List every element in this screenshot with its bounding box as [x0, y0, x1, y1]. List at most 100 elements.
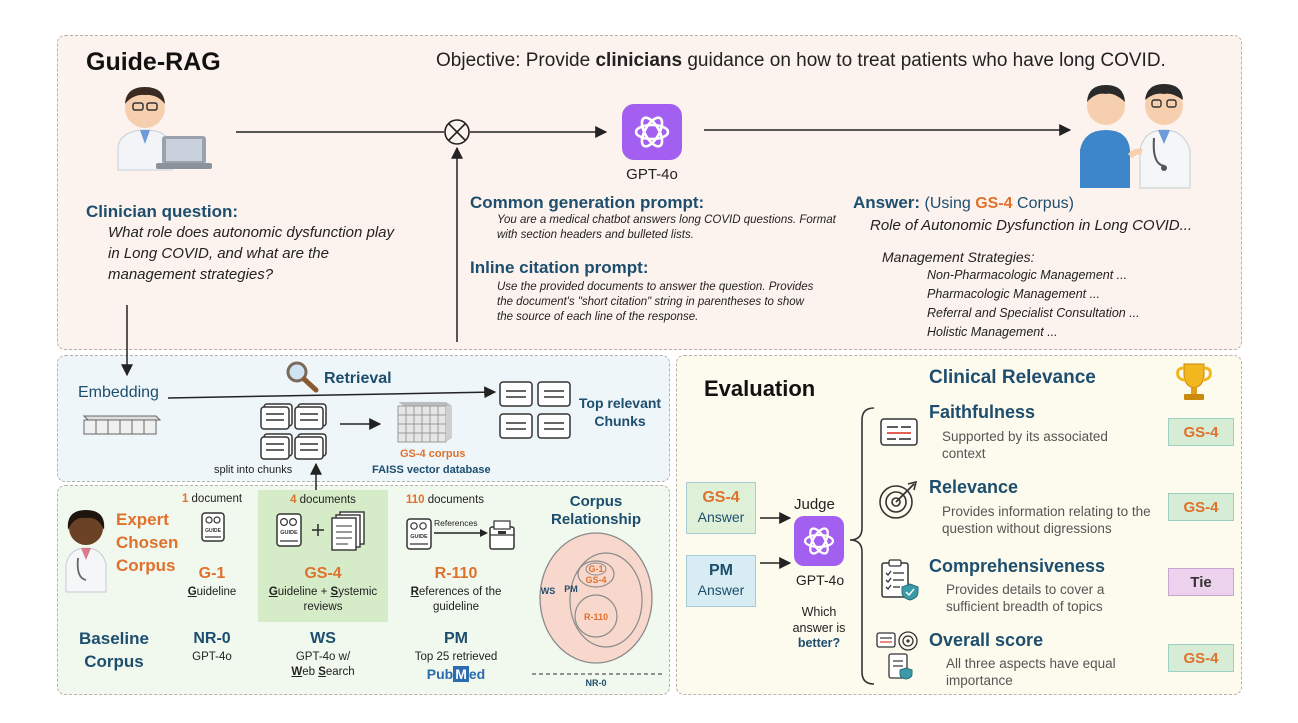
relationship-title: Corpus Relationship: [550, 493, 641, 528]
g1-desc-underline: G: [187, 586, 197, 598]
criterion-desc-overall: All three aspects have equal importance: [946, 656, 1116, 688]
faiss-label: FAISS vector database: [372, 464, 491, 476]
which-prefix: Which answer is: [792, 605, 846, 635]
ws-name: WS: [310, 630, 336, 647]
baseline-corpus-label: Baseline Corpus: [79, 629, 149, 671]
guide-references-icon: GUIDE: [406, 518, 515, 550]
svg-text:WS: WS: [541, 586, 556, 596]
pubmed-m-icon: M: [453, 666, 469, 682]
g1-count-num: 1: [181, 493, 189, 505]
gs4-name: GS-4: [304, 565, 342, 582]
ws-desc-rest: earch: [325, 666, 355, 678]
criterion-name-overall: Overall score: [929, 630, 1044, 650]
magnifier-icon: [286, 361, 319, 393]
citation-prompt-heading: Inline citation prompt:: [470, 258, 649, 277]
objective-bold: clinicians: [595, 50, 683, 71]
criterion-desc-faithfulness: Supported by its associated context: [942, 429, 1108, 461]
answer-using-corpus: GS-4: [975, 195, 1013, 212]
gs4-count-word: documents: [296, 494, 356, 506]
answer-heading-line: Answer: (Using GS-4 Corpus): [853, 193, 1074, 213]
criterion-desc-comprehensiveness: Provides details to cover a sufficient b…: [946, 582, 1105, 614]
svg-text:R-110: R-110: [584, 612, 608, 622]
guide-rag-title: Guide-RAG: [86, 48, 221, 76]
criterion-name-faithfulness: Faithfulness: [929, 402, 1036, 422]
criterion-desc-relevance: Provides information relating to the que…: [942, 504, 1151, 536]
target-icon: [879, 480, 918, 519]
svg-text:GUIDE: GUIDE: [280, 530, 298, 536]
management-item: Referral and Specialist Consultation ...: [927, 306, 1140, 320]
svg-text:NR-0: NR-0: [585, 678, 606, 688]
trophy-icon: [1176, 363, 1212, 400]
objective-text: Objective: Provide clinicians guidance o…: [436, 50, 1166, 72]
judge-label: Judge: [794, 496, 835, 513]
references-label: References: [434, 518, 478, 528]
r110-desc: References of the guideline: [396, 585, 516, 615]
svg-text:PM: PM: [564, 584, 578, 594]
clipboard-check-icon: [881, 559, 919, 601]
gs4-answer-box: GS-4 Answer: [686, 482, 756, 534]
gs4-count-num: 4: [290, 494, 297, 506]
evaluation-title: Evaluation: [704, 376, 816, 401]
ws-desc: GPT-4o w/ Web Search: [258, 650, 388, 680]
ws-desc-mid: eb: [302, 666, 319, 678]
overall-score-icon: [876, 631, 918, 680]
clinical-relevance-title: Clinical Relevance: [929, 367, 1096, 388]
gs4-desc-mid-1: uideline +: [277, 586, 331, 598]
g1-desc: Guideline: [172, 585, 252, 600]
gs4-corpus-label: GS-4 corpus: [400, 448, 466, 460]
which-better: better?: [797, 636, 841, 650]
answer-using-prefix: (Using: [924, 195, 976, 212]
top-panel: [57, 35, 1242, 350]
ws-desc-underline-1: W: [291, 666, 303, 678]
management-item: Holistic Management ...: [927, 325, 1058, 339]
criterion-name-relevance: Relevance: [929, 477, 1019, 497]
corpus-venn-diagram: G-1 GS-4 R-110 PM WS NR-0: [532, 532, 662, 688]
guideline-plus-reviews-icon: GUIDE: [276, 511, 365, 551]
g1-desc-rest: uideline: [196, 586, 237, 598]
management-heading: Management Strategies:: [882, 249, 1035, 265]
gs4-count: 4 documents: [258, 493, 388, 508]
split-label: split into chunks: [214, 464, 293, 476]
pubmed-pre: Pub: [426, 666, 454, 682]
answer-title: Role of Autonomic Dysfunction in Long CO…: [870, 217, 1193, 234]
pm-answer-name: PM: [709, 562, 733, 579]
judge-gpt-icon: [794, 516, 844, 566]
r110-count-word: documents: [424, 494, 485, 506]
common-prompt-text: You are a medical chatbot answers long C…: [497, 214, 836, 241]
verdict-relevance: GS-4: [1168, 493, 1234, 521]
expert-avatar-icon: [65, 510, 107, 593]
verdict-overall: GS-4: [1168, 644, 1234, 672]
vector-database-icon: [397, 402, 452, 443]
gs4-highlight: [258, 490, 388, 622]
top-chunks-label: Top relevant Chunks: [578, 395, 662, 429]
embedding-label: Embedding: [78, 384, 159, 401]
r110-desc-rest: eferences of the guideline: [418, 586, 502, 613]
g1-count-word: document: [188, 493, 243, 505]
ws-desc-underline-2: S: [318, 666, 326, 678]
gs4-desc: Guideline + Systemic reviews: [258, 585, 388, 615]
retrieval-label: Retrieval: [324, 370, 392, 387]
pm-answer-word: Answer: [697, 582, 745, 598]
evaluation-panel: [676, 355, 1242, 695]
gpt-logo-icon: [622, 104, 682, 160]
clinician-laptop-icon: [117, 87, 212, 171]
gs4-desc-mid-2: ystemic reviews: [303, 586, 378, 613]
expert-corpus-label: Expert Chosen Corpus: [116, 510, 179, 575]
verdict-faithfulness: GS-4: [1168, 418, 1234, 446]
svg-text:GS-4: GS-4: [585, 575, 606, 585]
guide-book-icon: GUIDE: [201, 512, 225, 542]
r110-count: 110 documents: [406, 493, 484, 508]
management-item: Pharmacologic Management ...: [927, 287, 1101, 301]
g1-name: G-1: [198, 565, 226, 582]
patient-doctor-icon: [1080, 84, 1191, 189]
top-chunks-icon: [499, 381, 571, 439]
pm-desc: Top 25 retrieved: [414, 651, 498, 663]
ws-desc-pre: GPT-4o w/: [295, 651, 351, 663]
criterion-name-comprehensiveness: Comprehensiveness: [929, 556, 1106, 576]
clinician-question-heading: Clinician question:: [86, 202, 239, 221]
gpt-model-label: GPT-4o: [626, 166, 678, 183]
pubmed-post: ed: [468, 666, 486, 682]
